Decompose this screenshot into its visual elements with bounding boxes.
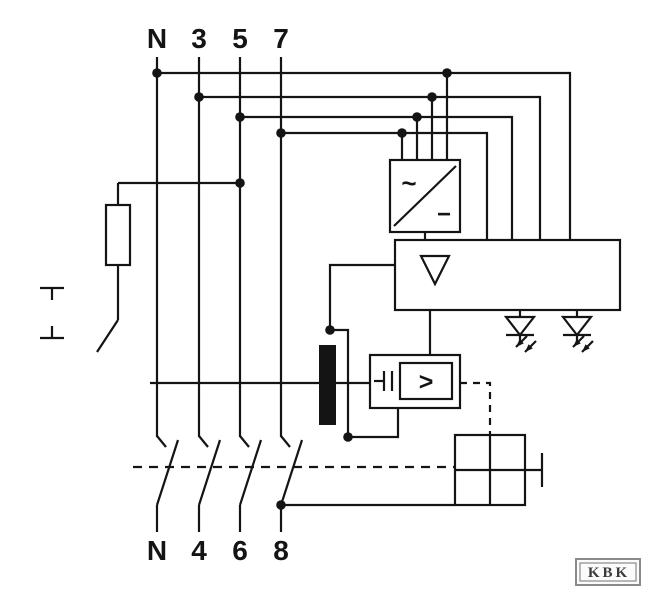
terminal-label-top-n: N xyxy=(147,23,167,54)
current-transformer xyxy=(150,263,400,439)
logo-inner-frame xyxy=(579,562,637,582)
relay-box xyxy=(393,238,622,312)
junction-dot xyxy=(325,325,335,335)
junction-dot xyxy=(194,92,204,102)
switch-poles xyxy=(155,435,304,532)
ct-secondary-wire xyxy=(328,263,400,439)
led-indicators xyxy=(503,310,594,353)
test-resistor-branch xyxy=(40,181,240,353)
junction-dot xyxy=(276,128,286,138)
pole-8-fixed-tick xyxy=(280,435,291,448)
trip-threshold-symbol: > xyxy=(419,368,434,396)
junction-dot xyxy=(235,112,245,122)
pole-n-fixed-tick xyxy=(156,435,167,448)
ct-core-icon xyxy=(319,345,336,425)
test-button xyxy=(453,433,544,507)
amplifier-triangle-icon xyxy=(419,254,451,287)
rectifier-ac-symbol: ~ xyxy=(401,168,416,198)
test-contact-blade xyxy=(96,319,119,353)
bus-n xyxy=(157,71,572,240)
terminal-label-bottom-8: 8 xyxy=(273,535,289,566)
pole-4-blade xyxy=(197,439,222,506)
filled-layer xyxy=(152,68,590,510)
trip-relay-box xyxy=(368,353,462,410)
junction-dot xyxy=(427,92,437,102)
junction-dots xyxy=(152,68,452,510)
kbk-logo: KBK xyxy=(575,558,641,586)
pole-8-blade xyxy=(279,439,304,506)
led1-triangle-icon xyxy=(503,315,537,337)
junction-dot xyxy=(442,68,452,78)
junction-dot xyxy=(152,68,162,78)
led1-arrowhead2 xyxy=(525,344,533,352)
terminal-label-bottom-6: 6 xyxy=(232,535,248,566)
led2-arrowhead2 xyxy=(582,344,590,352)
logo-text: KBK xyxy=(588,565,630,581)
junction-dot xyxy=(235,178,245,188)
junction-dot xyxy=(397,128,407,138)
led2-triangle-icon xyxy=(560,315,594,337)
main-conductors xyxy=(155,57,283,437)
relay-block xyxy=(393,238,622,355)
terminal-label-bottom-4: 4 xyxy=(191,535,207,566)
led2-arrowhead1 xyxy=(573,339,581,347)
terminal-label-top-3: 3 xyxy=(191,23,207,54)
fixed-contact-bottom-icon xyxy=(40,326,64,340)
pole-n-blade xyxy=(155,439,180,506)
bus-5 xyxy=(240,115,514,240)
threshold-box xyxy=(398,361,454,401)
wiring-layer xyxy=(40,57,622,532)
led1-arrowhead1 xyxy=(516,339,524,347)
trip-relay-block xyxy=(368,353,462,410)
rectifier-diagonal xyxy=(393,165,457,227)
rectifier-dc-symbol: − xyxy=(437,201,451,228)
terminal-label-bottom-n: N xyxy=(147,535,167,566)
rectifier-block xyxy=(388,73,462,240)
junction-dot xyxy=(276,500,286,510)
bus-lines xyxy=(157,71,572,240)
resistor-icon xyxy=(104,203,132,267)
junction-dot xyxy=(412,112,422,122)
pole-6-blade xyxy=(238,439,263,506)
text-layer: N 3 5 7 N 4 6 8 ~ − > xyxy=(147,23,451,566)
terminal-label-top-5: 5 xyxy=(232,23,248,54)
trip-to-test-dashed xyxy=(460,381,492,435)
coupling-and-test-links xyxy=(133,381,492,507)
terminal-label-top-7: 7 xyxy=(273,23,289,54)
bus-7 xyxy=(281,131,489,240)
fixed-contact-top-icon xyxy=(40,286,64,300)
pole-6-fixed-tick xyxy=(239,435,250,448)
junction-dot xyxy=(343,432,353,442)
bus-3 xyxy=(199,95,542,240)
pole-4-fixed-tick xyxy=(198,435,209,448)
